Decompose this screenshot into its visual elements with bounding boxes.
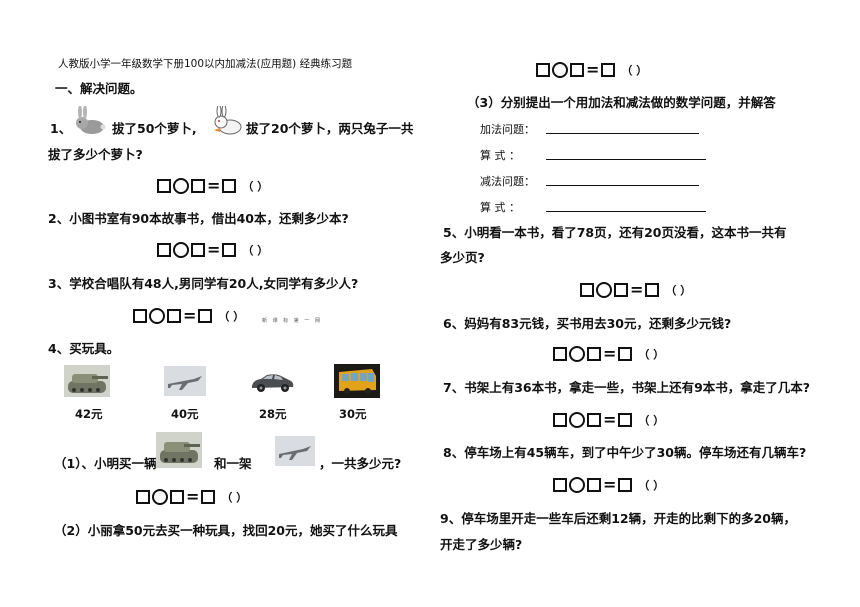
- answer-box[interactable]: [614, 283, 628, 297]
- operator-circle[interactable]: [173, 178, 189, 194]
- equation-q8: = （ ）: [553, 476, 664, 494]
- unit-blank[interactable]: （ ）: [638, 479, 665, 492]
- sub-question-label: 减法问题：: [480, 175, 535, 188]
- q1-number: 1、: [50, 121, 72, 136]
- answer-box[interactable]: [580, 283, 594, 297]
- unit-blank[interactable]: （ ）: [221, 491, 248, 504]
- answer-box[interactable]: [553, 478, 567, 492]
- answer-box[interactable]: [553, 347, 567, 361]
- q5-text-a: 5、小明看一本书，看了78页，还有20页没看，这本书一共有: [443, 225, 787, 240]
- operator-circle[interactable]: [596, 282, 612, 298]
- unit-blank[interactable]: （ ）: [218, 310, 245, 323]
- operator-circle[interactable]: [569, 346, 585, 362]
- operator-circle[interactable]: [173, 242, 189, 258]
- operator-circle[interactable]: [149, 308, 165, 324]
- bus-icon: [334, 364, 380, 398]
- q1-text-b: 拔了20个萝卜，两只兔子一共: [246, 121, 414, 136]
- rabbit-icon: [210, 104, 244, 136]
- calc-line-1[interactable]: [546, 159, 706, 160]
- answer-box[interactable]: [157, 243, 171, 257]
- q4-3-text: （3）分别提出一个用加法和减法做的数学问题，并解答: [467, 95, 776, 110]
- equation-q5: = （ ）: [580, 281, 691, 299]
- operator-circle[interactable]: [569, 477, 585, 493]
- answer-box[interactable]: [601, 63, 616, 77]
- unit-blank[interactable]: （ ）: [242, 180, 269, 193]
- answer-box[interactable]: [136, 490, 150, 504]
- price-tank: 42元: [75, 407, 103, 421]
- price-car: 28元: [259, 407, 287, 421]
- unit-blank[interactable]: （ ）: [665, 284, 692, 297]
- section-heading: 一、解决问题。: [55, 81, 143, 96]
- sub-question-line[interactable]: [546, 185, 699, 186]
- equation-q6: = （ ）: [553, 345, 664, 363]
- answer-box[interactable]: [133, 309, 147, 323]
- price-jet: 40元: [171, 407, 199, 421]
- q1-text-c: 拔了多少个萝卜?: [48, 147, 143, 162]
- watermark-text: 新 课 标 第 一 网: [262, 318, 322, 324]
- answer-box[interactable]: [222, 243, 237, 257]
- equation-q4-2: = （ ）: [536, 61, 647, 79]
- q5-text-b: 多少页?: [440, 250, 485, 265]
- answer-box[interactable]: [167, 309, 181, 323]
- answer-box[interactable]: [618, 478, 633, 492]
- answer-box[interactable]: [587, 413, 601, 427]
- price-bus: 30元: [339, 407, 367, 421]
- answer-box[interactable]: [587, 347, 601, 361]
- q1-text-a: 拔了50个萝卜,: [112, 121, 197, 136]
- answer-box[interactable]: [618, 347, 633, 361]
- q4-1-text-a: （1）、小明买一辆: [54, 456, 157, 471]
- q9-text-a: 9、停车场里开走一些车后还剩12辆，开走的比剩下的多20辆，: [440, 511, 796, 526]
- operator-circle[interactable]: [152, 489, 168, 505]
- operator-circle[interactable]: [552, 62, 568, 78]
- answer-box[interactable]: [570, 63, 584, 77]
- answer-box[interactable]: [536, 63, 550, 77]
- q4-1-text-c: ，一共多少元?: [319, 456, 402, 471]
- q4-2-text: （2）小丽拿50元去买一种玩具，找回20元，她买了什么玩具: [54, 523, 398, 538]
- jet-icon: [164, 366, 206, 396]
- add-question-label: 加法问题：: [480, 123, 535, 136]
- rabbit-icon: [72, 105, 108, 136]
- unit-blank[interactable]: （ ）: [638, 348, 665, 361]
- jet-icon: [275, 436, 315, 466]
- q3-text: 3、学校合唱队有48人,男同学有20人,女同学有多少人?: [48, 276, 359, 291]
- unit-blank[interactable]: （ ）: [638, 414, 665, 427]
- q4-1-text-b: 和一架: [214, 456, 252, 471]
- answer-box[interactable]: [201, 490, 216, 504]
- calc-line-2[interactable]: [546, 211, 706, 212]
- calc-label-2: 算 式 ：: [480, 201, 520, 214]
- answer-box[interactable]: [170, 490, 184, 504]
- unit-blank[interactable]: （ ）: [242, 244, 269, 257]
- answer-box[interactable]: [191, 243, 205, 257]
- q8-text: 8、停车场上有45辆车，到了中午少了30辆。停车场还有几辆车?: [443, 445, 807, 460]
- unit-blank[interactable]: （ ）: [621, 64, 648, 77]
- operator-circle[interactable]: [569, 412, 585, 428]
- answer-box[interactable]: [222, 179, 237, 193]
- calc-label-1: 算 式 ：: [480, 149, 520, 162]
- car-icon: [249, 369, 295, 395]
- add-question-line[interactable]: [546, 133, 699, 134]
- equation-q2: = （ ）: [157, 241, 268, 259]
- answer-box[interactable]: [587, 478, 601, 492]
- q4-text: 4、买玩具。: [48, 341, 120, 356]
- answer-box[interactable]: [157, 179, 171, 193]
- equation-q1: = （ ）: [157, 177, 268, 195]
- q2-text: 2、小图书室有90本故事书，借出40本，还剩多少本?: [48, 211, 349, 226]
- q7-text: 7、书架上有36本书，拿走一些，书架上还有9本书，拿走了几本?: [443, 380, 811, 395]
- equation-q3: = （ ）: [133, 307, 244, 325]
- answer-box[interactable]: [553, 413, 567, 427]
- q9-text-b: 开走了多少辆?: [440, 537, 523, 552]
- page-title: 人教版小学一年级数学下册100以内加减法(应用题) 经典练习题: [58, 58, 353, 70]
- answer-box[interactable]: [645, 283, 660, 297]
- tank-icon: [64, 365, 110, 397]
- answer-box[interactable]: [618, 413, 633, 427]
- q6-text: 6、妈妈有83元钱，买书用去30元，还剩多少元钱?: [443, 316, 732, 331]
- equation-q7: = （ ）: [553, 411, 664, 429]
- answer-box[interactable]: [191, 179, 205, 193]
- tank-icon: [156, 432, 202, 468]
- answer-box[interactable]: [198, 309, 213, 323]
- equation-q4-1: = （ ）: [136, 488, 247, 506]
